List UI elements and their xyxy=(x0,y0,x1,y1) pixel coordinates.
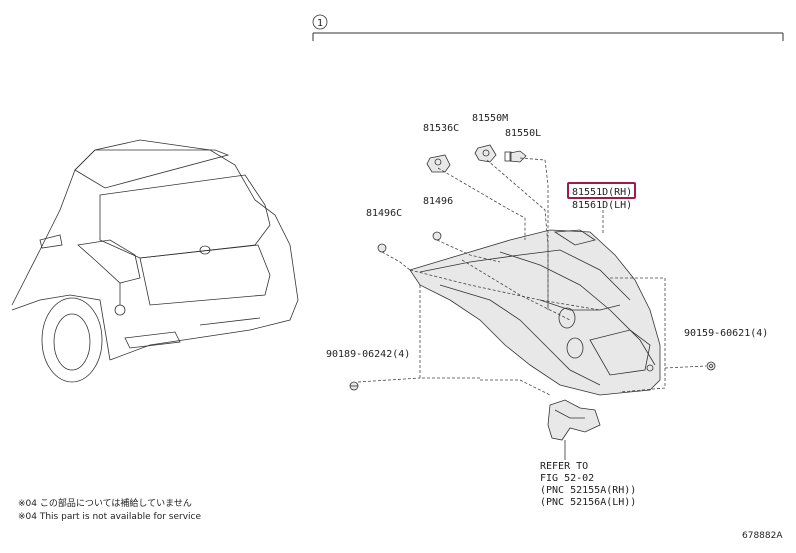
section-marker: 1 xyxy=(312,14,328,30)
section-marker-label: 1 xyxy=(317,18,323,29)
figure-code: 678882A xyxy=(742,531,783,541)
tail-lamp-highlight xyxy=(77,239,141,284)
refer-to-block[interactable]: REFER TO FIG 52-02 (PNC 52155A(RH)) (PNC… xyxy=(540,461,636,508)
highlighted-part-81551d[interactable]: 81551D(RH) xyxy=(567,182,636,199)
part-label-81496[interactable]: 81496 xyxy=(423,196,453,207)
leader-lines xyxy=(357,157,707,396)
vehicle-rear-illustration xyxy=(11,139,299,383)
part-label-81551d[interactable]: 81551D(RH) xyxy=(572,187,632,198)
highlight-box xyxy=(567,182,636,199)
part-label-81550l[interactable]: 81550L xyxy=(505,128,541,139)
screw-90189 xyxy=(349,381,359,391)
refer-line-2: FIG 52-02 xyxy=(540,473,594,484)
part-label-90189[interactable]: 90189-06242(4) xyxy=(326,349,410,360)
refer-line-3: (PNC 52155A(RH)) xyxy=(540,485,636,496)
clip-81496c xyxy=(377,243,387,253)
bulb-81550l xyxy=(504,150,527,163)
note-english: ※04 This part is not available for servi… xyxy=(18,512,201,522)
part-label-90159[interactable]: 90159-60621(4) xyxy=(684,328,768,339)
section-bracket xyxy=(312,32,784,41)
callout-marker xyxy=(114,304,126,316)
clip-81496 xyxy=(432,231,442,241)
socket-81550m xyxy=(474,144,497,163)
note-japanese: ※04 この部品については補給していません xyxy=(18,497,192,509)
tail-lamp-assembly xyxy=(409,229,661,396)
nut-90159 xyxy=(706,361,716,371)
bracket-refer-part xyxy=(547,399,601,460)
part-label-81550m[interactable]: 81550M xyxy=(472,113,508,124)
refer-line-4: (PNC 52156A(LH)) xyxy=(540,497,636,508)
refer-line-1: REFER TO xyxy=(540,461,588,472)
part-label-81561d[interactable]: 81561D(LH) xyxy=(572,200,632,211)
part-label-81536c[interactable]: 81536C xyxy=(423,123,459,134)
socket-81536c xyxy=(426,154,451,173)
part-label-81496c[interactable]: 81496C xyxy=(366,208,402,219)
